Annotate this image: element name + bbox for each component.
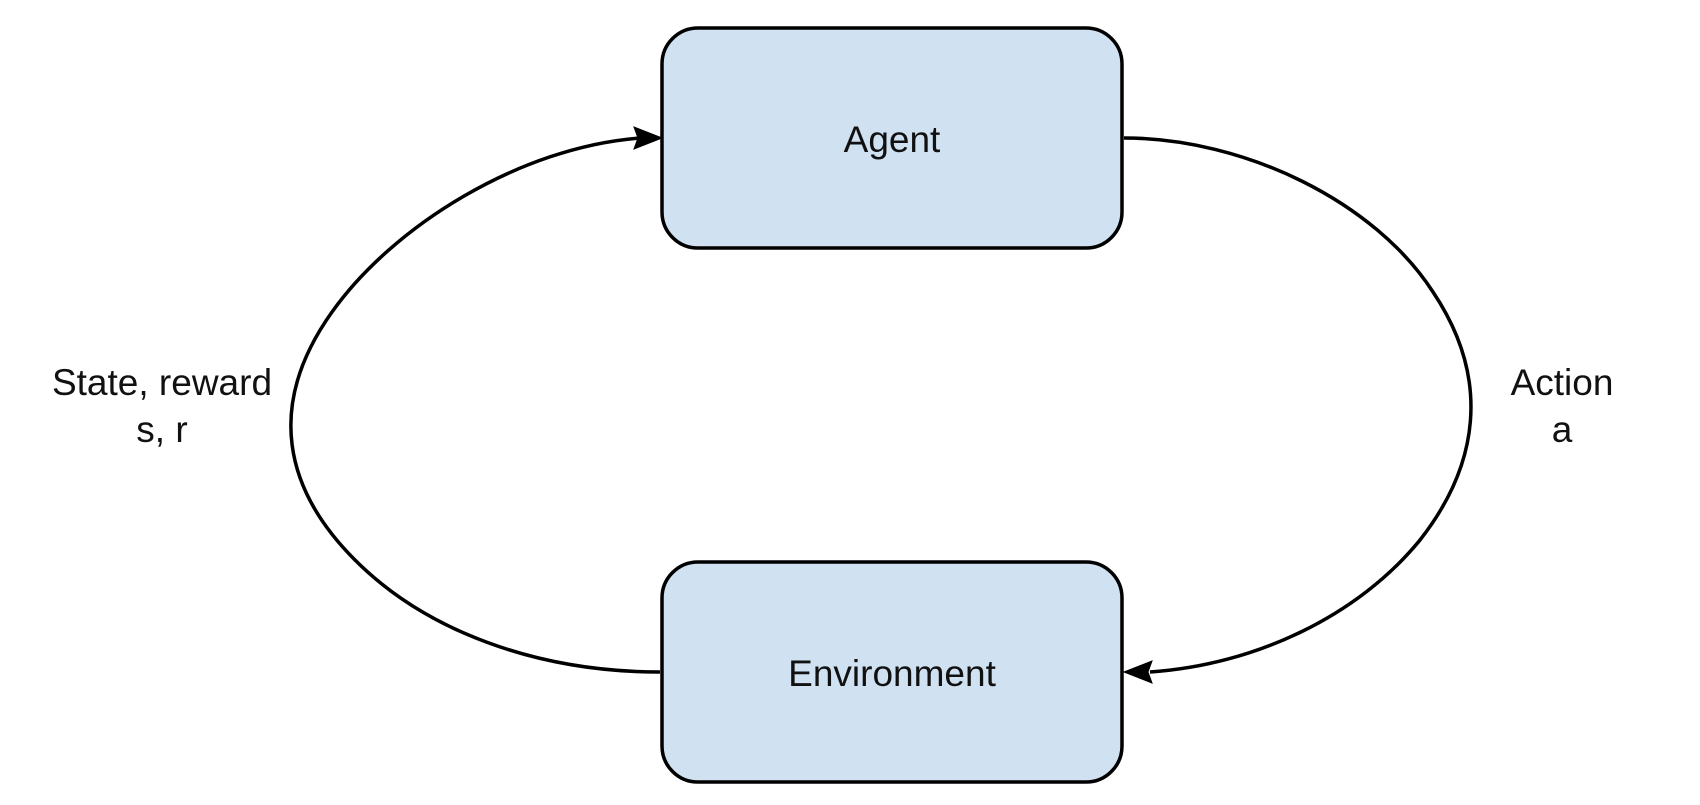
agent-box — [660, 26, 1124, 250]
action-label-line2: a — [1552, 409, 1573, 450]
environment-label: Environment — [788, 653, 996, 694]
action-edge — [1123, 136, 1473, 674]
action-arrowhead — [1122, 660, 1153, 684]
agent-label: Agent — [844, 119, 941, 160]
state-reward-arrowhead — [633, 126, 664, 150]
environment-box — [660, 560, 1124, 784]
action-label: Action a — [1511, 362, 1614, 450]
agent-node: Agent — [660, 26, 1124, 250]
state-reward-edge — [289, 136, 661, 674]
state-reward-label-line1: State, reward — [52, 362, 272, 403]
action-label-line1: Action — [1511, 362, 1614, 403]
environment-node: Environment — [660, 560, 1124, 784]
state-reward-label: State, reward s, r — [52, 362, 272, 450]
state-reward-label-line2: s, r — [136, 409, 187, 450]
